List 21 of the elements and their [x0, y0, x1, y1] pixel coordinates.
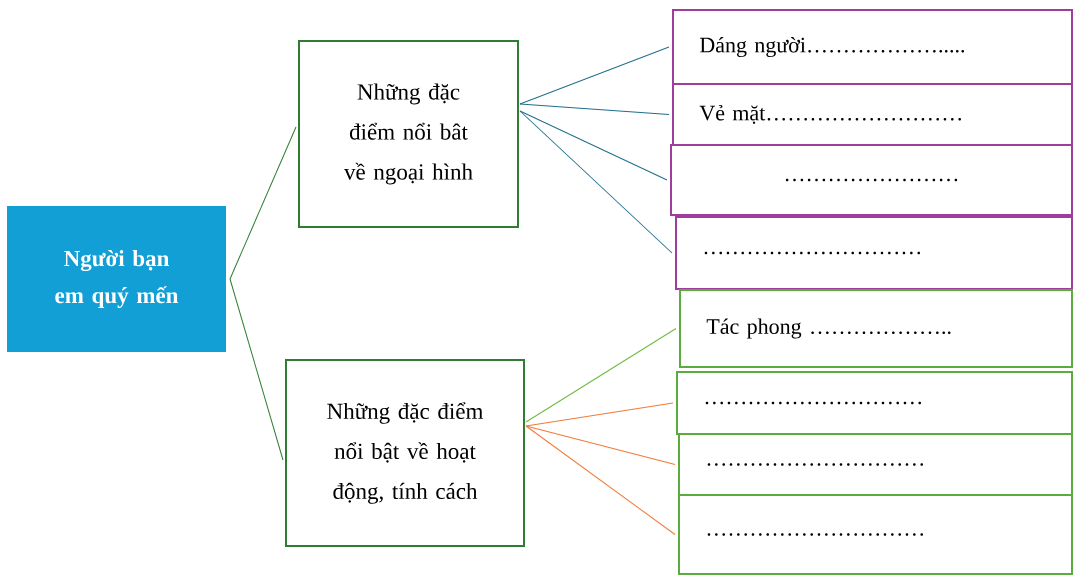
connector-line: [525, 425, 676, 535]
connector-line: [519, 110, 673, 254]
connector-line: [525, 425, 676, 465]
answer-box: …………………………: [675, 216, 1073, 290]
answer-box: Tác phong ………………..: [679, 289, 1073, 368]
connector-line: [229, 278, 284, 461]
answer-box: …………………………: [676, 371, 1073, 435]
answer-box: …………………………: [678, 433, 1073, 496]
answer-box: ……………………: [670, 144, 1073, 216]
connector-line: [519, 110, 668, 181]
answer-box: Vẻ mặt………………………: [672, 83, 1073, 146]
connector-line: [525, 402, 674, 427]
answer-box: …………………………: [678, 494, 1073, 575]
answer-box: Dáng người……………….....: [672, 9, 1073, 85]
connector-line: [525, 328, 677, 423]
connector-line: [519, 103, 670, 115]
connector-line: [519, 46, 670, 105]
category-box: Những đặc điểm nổi bật về hoạt động, tính cách: [285, 359, 525, 547]
topic-box: Người bạn em quý mến: [7, 206, 226, 352]
connector-line: [229, 126, 297, 280]
category-box: Những đặc điểm nổi bât về ngoại hình: [298, 40, 519, 228]
